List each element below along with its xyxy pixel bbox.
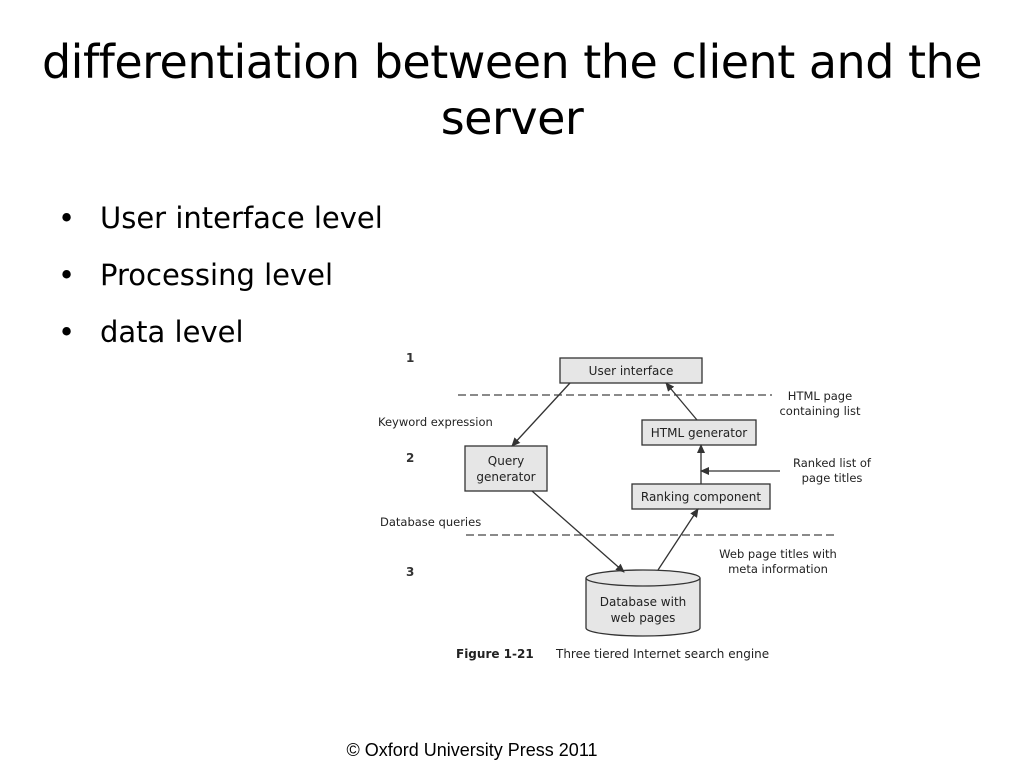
web-titles-label-line1: Web page titles with	[719, 547, 837, 561]
arrow-query-to-database	[531, 490, 625, 573]
ranked-list-label-line2: page titles	[802, 471, 863, 485]
arrow-ui-to-query	[511, 382, 571, 447]
query-generator-label-line2: generator	[476, 470, 535, 484]
bullet-item: Processing level	[58, 247, 383, 304]
query-generator-label-line1: Query	[488, 454, 524, 468]
three-tier-diagram: 1 2 3 User interface HTML generator Quer…	[378, 351, 872, 661]
level-2-label: 2	[406, 451, 414, 465]
database-cylinder	[585, 569, 701, 637]
copyright-text: © Oxford University Press 2011	[346, 740, 598, 760]
arrow-database-to-ranking	[657, 508, 699, 571]
html-generator-label: HTML generator	[651, 426, 748, 440]
level-3-label: 3	[406, 565, 414, 579]
html-page-label-line1: HTML page	[788, 389, 852, 403]
slide-title: differentiation between the client and t…	[41, 35, 983, 145]
copyright-footer: © Oxford University Press 2011	[0, 740, 944, 761]
database-label-line2: web pages	[611, 611, 676, 625]
ranked-list-label-line1: Ranked list of	[793, 456, 872, 470]
query-generator-box	[464, 445, 548, 492]
ranking-component-label: Ranking component	[641, 490, 762, 504]
user-interface-box	[559, 357, 703, 384]
bullet-list: User interface level Processing level da…	[58, 190, 383, 361]
figure-caption-text: Three tiered Internet search engine	[555, 647, 769, 661]
database-queries-label: Database queries	[380, 515, 481, 529]
keyword-expression-label: Keyword expression	[378, 415, 493, 429]
arrow-html-to-ui	[665, 382, 698, 421]
level-1-label: 1	[406, 351, 414, 365]
user-interface-label: User interface	[589, 364, 674, 378]
web-titles-label-line2: meta information	[728, 562, 828, 576]
database-label-line1: Database with	[600, 595, 687, 609]
html-page-label-line2: containing list	[779, 404, 861, 418]
bullet-item: data level	[58, 304, 383, 361]
figure-caption-label: Figure 1-21	[456, 647, 534, 661]
bullet-item: User interface level	[58, 190, 383, 247]
